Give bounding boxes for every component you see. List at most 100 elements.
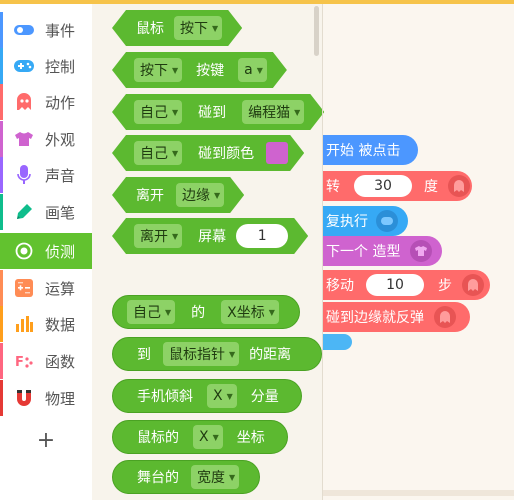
category-label: 画笔 — [45, 203, 76, 222]
stage-property-dropdown[interactable]: 宽度▼ — [191, 465, 240, 489]
category-color-edge — [0, 306, 3, 342]
ghost-icon — [448, 175, 470, 197]
mouse-state-dropdown[interactable]: 按下▼ — [174, 16, 222, 40]
category-physics[interactable]: 物理 — [0, 380, 92, 416]
distance-to-block[interactable]: 到 鼠标指针▼ 的距离 — [112, 337, 322, 371]
steps-input[interactable]: 10 — [366, 274, 424, 296]
category-pen[interactable]: 画笔 — [0, 194, 92, 230]
repeat-forever-block[interactable]: 复执行 — [322, 206, 408, 236]
category-label: 控制 — [45, 57, 76, 76]
palette-scrollbar[interactable] — [314, 6, 319, 56]
bar-chart-icon — [12, 312, 36, 336]
touch-color-block[interactable]: 自己▼ 碰到颜色 — [112, 135, 304, 171]
block-label: 的距离 — [249, 347, 292, 363]
edge-dropdown[interactable]: 边缘▼ — [176, 183, 224, 207]
category-events[interactable]: 事件 — [0, 12, 92, 48]
category-color-edge — [0, 121, 3, 157]
block-text: 开始 被点击 — [326, 143, 401, 159]
next-costume-block[interactable]: 下一个 造型 — [322, 236, 442, 266]
sprite-x-coordinate-block[interactable]: 自己▼ 的 X坐标▼ — [112, 295, 300, 329]
key-press-block[interactable]: 按下▼ 按键 a▼ — [112, 52, 287, 88]
ghost-icon — [12, 90, 36, 114]
category-sensing[interactable]: 侦测 — [0, 233, 92, 269]
block-label: 屏幕 — [198, 229, 227, 245]
key-dropdown[interactable]: a▼ — [238, 58, 267, 82]
category-data[interactable]: 数据 — [0, 306, 92, 342]
block-label: 分量 — [250, 389, 279, 405]
mouse-coordinate-block[interactable]: 鼠标的 X▼ 坐标 — [112, 420, 288, 454]
ghost-icon — [462, 274, 484, 296]
leave-state-dropdown[interactable]: 离开▼ — [134, 224, 182, 248]
tshirt-icon — [410, 240, 433, 262]
category-motion[interactable]: 动作 — [0, 84, 92, 120]
move-steps-block[interactable]: 移动 10 步 — [322, 270, 490, 300]
category-label: 函数 — [45, 352, 76, 371]
block-palette: 鼠标 按下▼ 按下▼ 按键 a▼ 自己▼ 碰到 编程猫▼ 自己▼ 碰到颜色 离开… — [92, 4, 323, 500]
block-label: 到 — [137, 347, 151, 363]
horizontal-scrollbar[interactable] — [320, 490, 514, 496]
top-accent-bar — [0, 0, 514, 4]
leave-screen-block[interactable]: 离开▼ 屏幕 1 — [112, 218, 308, 254]
block-text: 移动 — [326, 278, 354, 294]
category-sidebar: 事件 控制 动作 外观 声音 画笔 — [0, 4, 93, 500]
category-label: 事件 — [45, 21, 76, 40]
category-color-edge — [0, 157, 3, 193]
property-dropdown[interactable]: X坐标▼ — [221, 300, 279, 324]
category-operators[interactable]: 运算 — [0, 270, 92, 306]
stage-property-block[interactable]: 舞台的 宽度▼ — [112, 460, 260, 494]
block-label: 坐标 — [236, 430, 265, 446]
category-looks[interactable]: 外观 — [0, 121, 92, 157]
script-block-tail[interactable] — [322, 334, 352, 350]
pen-icon — [12, 200, 36, 224]
leave-edge-block[interactable]: 离开 边缘▼ — [112, 177, 244, 213]
axis-dropdown[interactable]: X▼ — [207, 384, 237, 408]
palette-divider — [322, 4, 323, 500]
svg-text:F: F — [15, 355, 24, 369]
when-flag-clicked-block[interactable]: 开始 被点击 — [322, 135, 418, 165]
bounce-on-edge-block[interactable]: 碰到边缘就反弹 — [322, 302, 470, 332]
phone-tilt-block[interactable]: 手机倾斜 X▼ 分量 — [112, 379, 302, 413]
add-extension-button[interactable]: + — [36, 427, 56, 453]
block-text: 步 — [438, 278, 452, 294]
target-sprite-dropdown[interactable]: 编程猫▼ — [242, 100, 304, 124]
sensing-icon — [12, 239, 36, 263]
sprite-self-dropdown[interactable]: 自己▼ — [134, 100, 182, 124]
category-color-edge — [0, 194, 3, 230]
category-color-edge — [0, 380, 3, 416]
touch-sprite-block[interactable]: 自己▼ 碰到 编程猫▼ — [112, 94, 324, 130]
degrees-input[interactable]: 30 — [354, 175, 412, 197]
block-text: 度 — [424, 179, 438, 195]
calculator-icon — [12, 276, 36, 300]
block-label: 舞台的 — [137, 470, 179, 486]
distance-target-dropdown[interactable]: 鼠标指针▼ — [163, 342, 240, 366]
block-text: 碰到边缘就反弹 — [326, 310, 424, 326]
category-color-edge — [0, 84, 3, 120]
category-color-edge — [0, 12, 3, 48]
category-control[interactable]: 控制 — [0, 48, 92, 84]
block-label: 按键 — [196, 63, 225, 79]
gamepad-icon — [376, 210, 398, 232]
sprite-self-dropdown[interactable]: 自己▼ — [127, 300, 176, 324]
screen-number-input[interactable]: 1 — [236, 224, 288, 248]
block-text: 复执行 — [326, 214, 368, 230]
category-sound[interactable]: 声音 — [0, 157, 92, 193]
turn-degrees-block[interactable]: 转 30 度 — [322, 171, 472, 201]
key-state-dropdown[interactable]: 按下▼ — [134, 58, 182, 82]
color-swatch[interactable] — [266, 142, 288, 164]
block-label: 手机倾斜 — [137, 389, 193, 405]
script-workspace[interactable]: 开始 被点击 转 30 度 复执行 下一个 造型 移动 10 步 碰到边缘就反弹 — [322, 4, 514, 500]
sprite-self-dropdown[interactable]: 自己▼ — [134, 141, 182, 165]
magnet-icon — [12, 386, 36, 410]
category-label: 数据 — [45, 315, 76, 334]
category-label: 侦测 — [45, 242, 76, 261]
block-text: 下一个 造型 — [326, 244, 401, 260]
axis-dropdown[interactable]: X▼ — [193, 425, 223, 449]
category-color-edge — [0, 48, 3, 84]
block-label: 离开 — [136, 188, 164, 204]
category-functions[interactable]: F 函数 — [0, 343, 92, 379]
function-icon: F — [12, 349, 36, 373]
mouse-down-block[interactable]: 鼠标 按下▼ — [112, 10, 242, 46]
block-text: 转 — [326, 179, 340, 195]
toggle-icon — [12, 18, 36, 42]
block-label: 碰到颜色 — [198, 146, 255, 162]
